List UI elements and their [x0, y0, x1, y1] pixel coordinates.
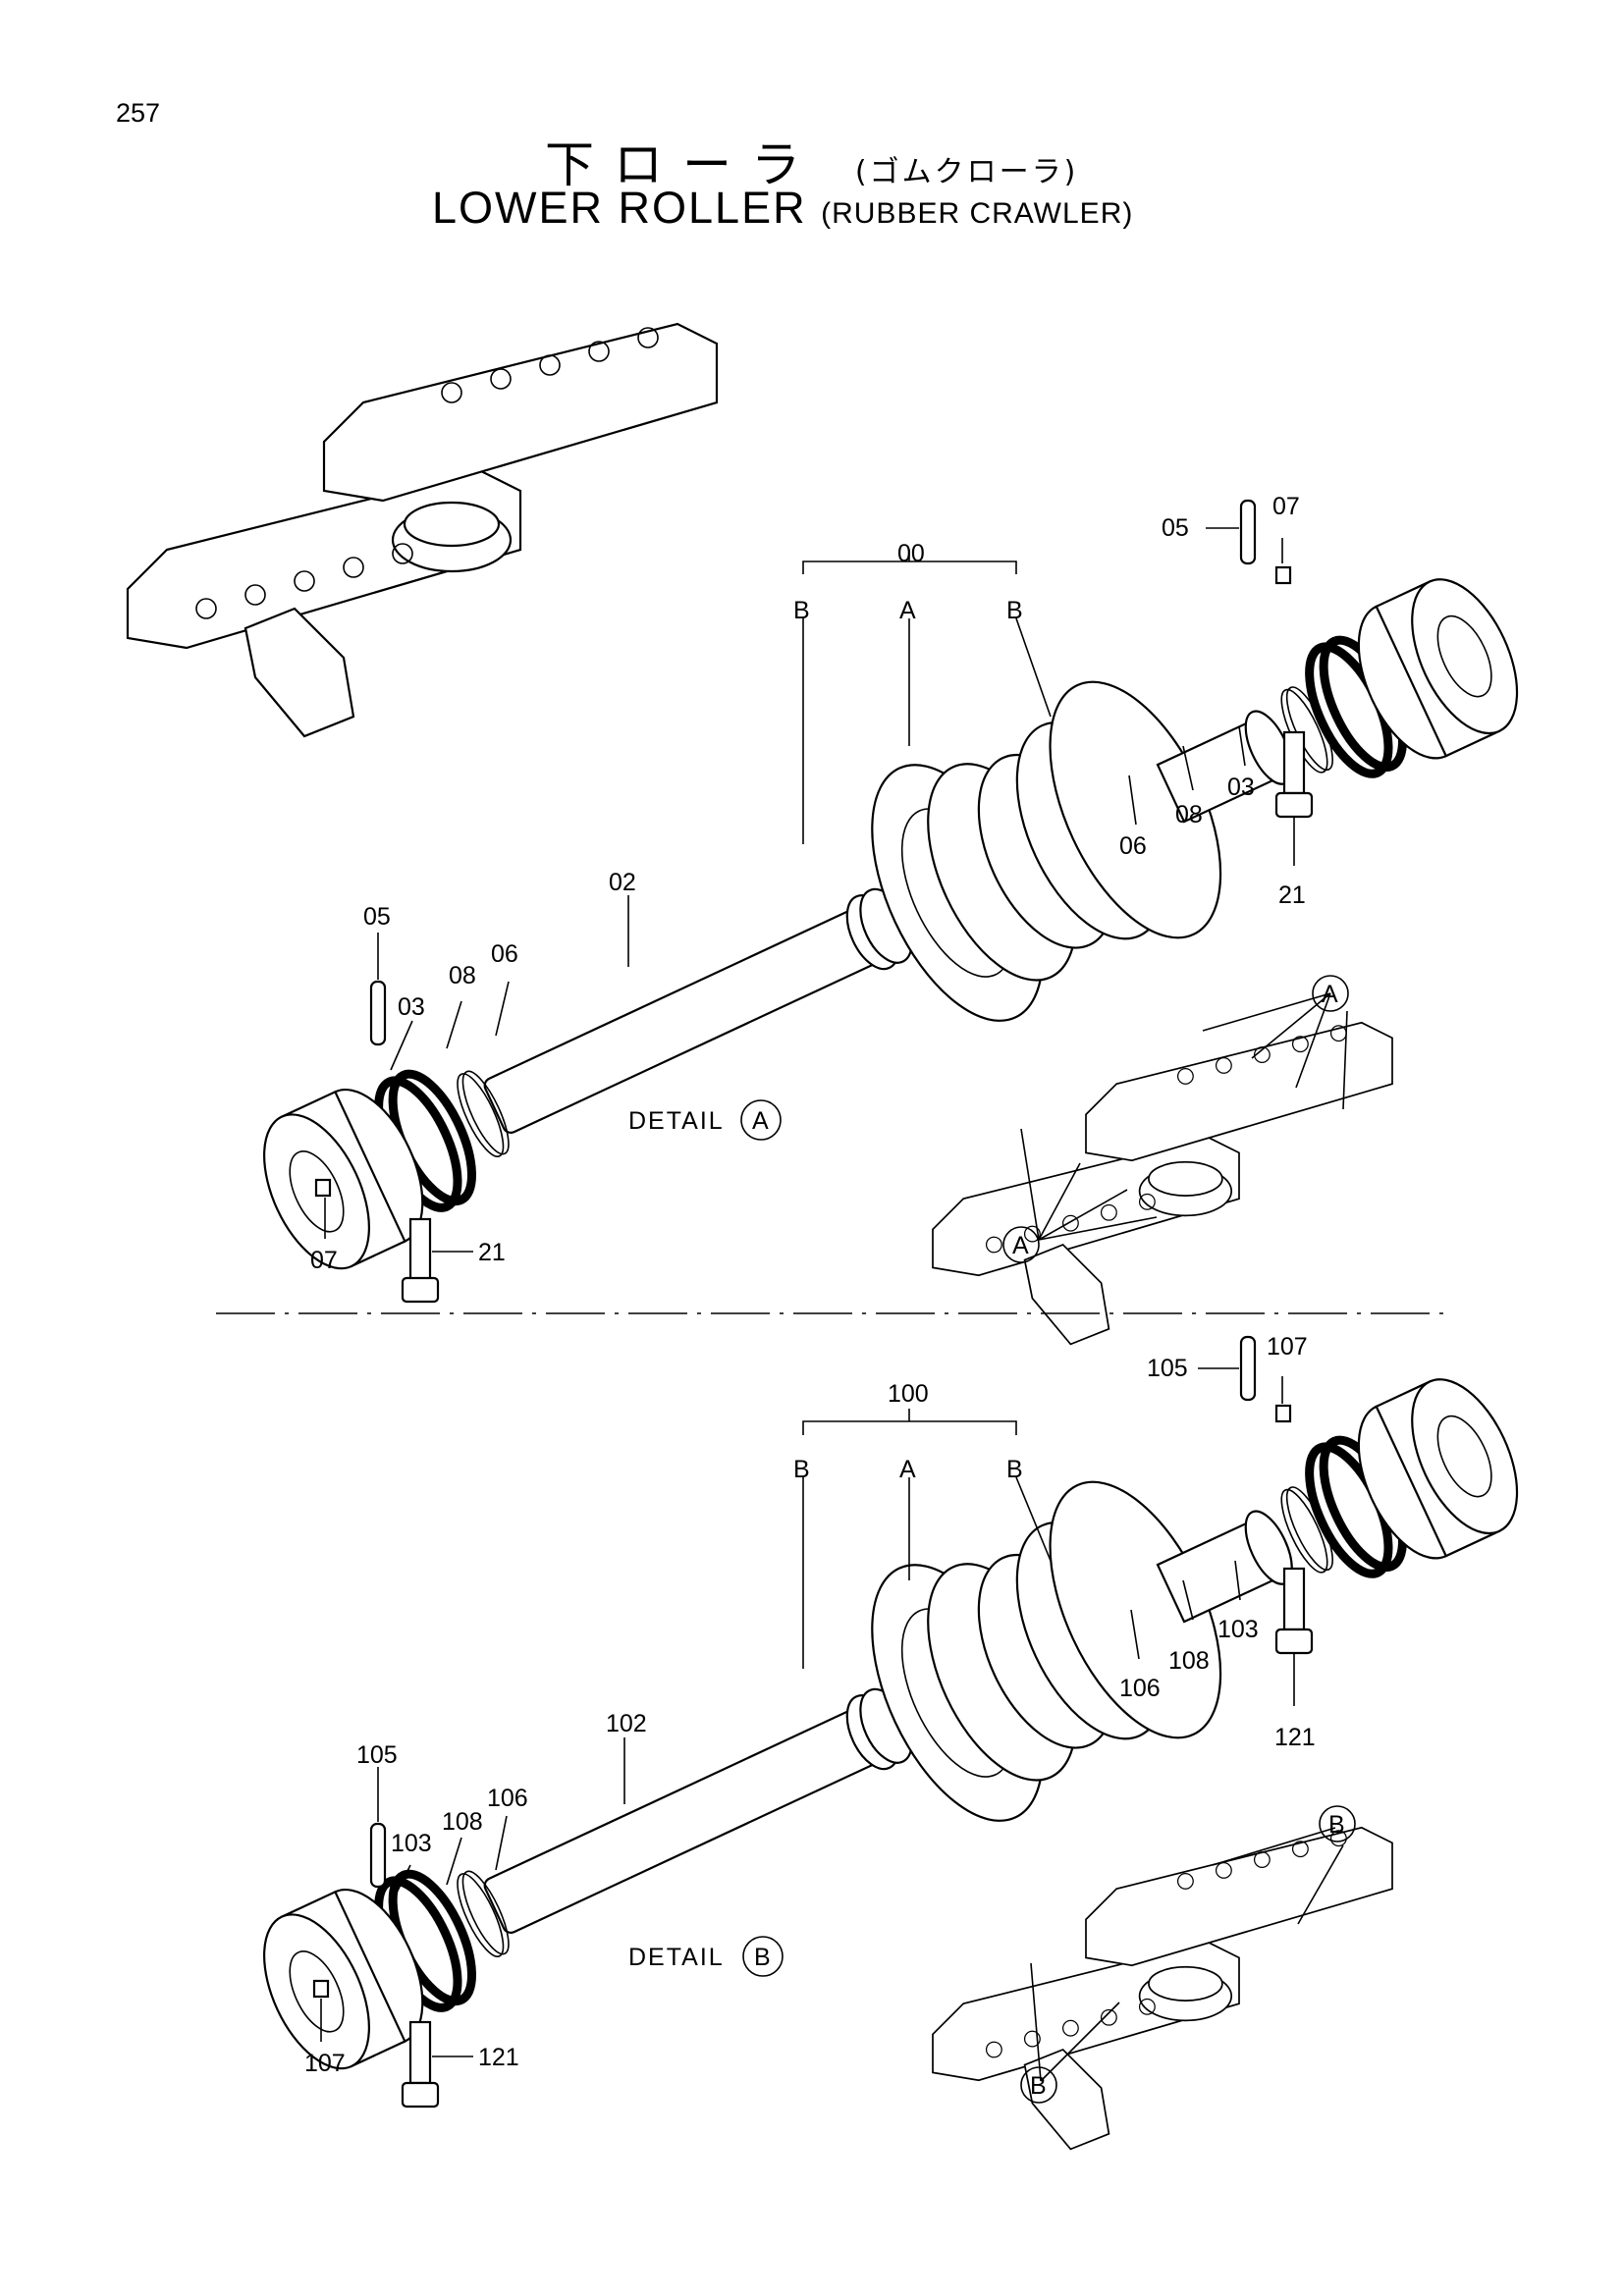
bottom-label-b-left: B	[793, 1456, 810, 1483]
top-label-seal-left: 08	[449, 962, 476, 989]
bottom-bolt-left-head	[401, 2081, 440, 2109]
top-label-seal-right: 08	[1175, 801, 1203, 828]
bottom-label-bolt-right: 121	[1274, 1724, 1316, 1751]
top-bolt-left	[408, 1217, 432, 1282]
bottom-label-a: A	[899, 1456, 916, 1483]
top-detail-arrows	[1020, 992, 1348, 1241]
title-en-sub: (RUBBER CRAWLER)	[821, 197, 1134, 230]
bottom-label-seal-left: 108	[442, 1808, 483, 1836]
top-frame-overview	[126, 322, 719, 738]
bottom-label-oring-right: 106	[1119, 1675, 1161, 1702]
top-callout-letter-lower: A	[1012, 1232, 1029, 1259]
top-bolt-right	[1282, 730, 1306, 795]
title-jp-sub: (ゴムクローラ)	[854, 155, 1079, 189]
bottom-label-assembly: 100	[888, 1380, 929, 1408]
top-plug-right	[1274, 565, 1292, 585]
title-en-main: LOWER ROLLER	[432, 183, 807, 233]
bottom-leader-lines	[320, 1367, 1295, 2057]
top-pin-left	[369, 980, 387, 1046]
top-label-assembly: 00	[897, 540, 925, 567]
bottom-label-pin-right: 105	[1147, 1355, 1188, 1382]
bottom-pin-right	[1239, 1335, 1257, 1402]
top-label-collar-right: 03	[1227, 774, 1255, 801]
top-detail-letter: A	[752, 1107, 769, 1135]
top-label-plug-right: 07	[1272, 493, 1300, 520]
top-label-shaft: 02	[609, 869, 636, 896]
top-label-bolt-right: 21	[1278, 881, 1306, 909]
title-english: LOWER ROLLER (RUBBER CRAWLER)	[432, 183, 1133, 234]
bottom-label-seal-right: 108	[1168, 1647, 1210, 1675]
top-label-oring-left: 06	[491, 940, 518, 968]
top-plug-left	[314, 1178, 332, 1198]
top-label-b-left: B	[793, 597, 810, 624]
bottom-detail-arrows	[1030, 1827, 1344, 2082]
top-callout-circle-lower	[1002, 1226, 1040, 1263]
bottom-pin-left	[369, 1822, 387, 1889]
bottom-label-collar-left: 103	[391, 1830, 432, 1857]
bottom-label-bolt-left: 121	[478, 2044, 519, 2071]
bottom-label-b-right: B	[1006, 1456, 1023, 1483]
bottom-label-collar-right: 103	[1217, 1616, 1259, 1643]
top-detail-frame	[932, 1021, 1393, 1346]
title-jp-main: 下ローラ	[545, 136, 820, 193]
top-label-oring-right: 06	[1119, 832, 1147, 860]
top-label-a: A	[899, 597, 916, 624]
top-label-collar-left: 03	[398, 993, 425, 1021]
bottom-detail-circle	[742, 1936, 784, 1977]
top-pin-right	[1239, 499, 1257, 565]
bottom-detail-letter: B	[754, 1944, 771, 1971]
page-number: 257	[116, 98, 161, 128]
bottom-bolt-left	[408, 2020, 432, 2085]
top-label-pin-left: 05	[363, 903, 391, 931]
bottom-callout-circle-upper	[1319, 1805, 1356, 1842]
top-roller-assembly	[219, 513, 1561, 1334]
bottom-label-oring-left: 106	[487, 1785, 528, 1812]
bottom-bolt-right	[1282, 1567, 1306, 1631]
bottom-callout-letter-upper: B	[1328, 1811, 1345, 1839]
top-callout-letter-upper: A	[1322, 981, 1338, 1008]
title-japanese: 下ローラ (ゴムクローラ)	[545, 126, 1078, 196]
top-label-bolt-left: 21	[478, 1239, 506, 1266]
bottom-callout-circle-lower	[1020, 2066, 1057, 2104]
bottom-roller-assembly	[219, 1313, 1561, 2134]
bottom-bolt-right-head	[1274, 1628, 1314, 1655]
top-label-pin-right: 05	[1162, 514, 1189, 542]
bottom-label-plug-right: 107	[1267, 1333, 1308, 1361]
bottom-label-shaft: 102	[606, 1710, 647, 1737]
top-leader-lines	[324, 527, 1295, 1253]
bottom-label-plug-left: 107	[304, 2050, 346, 2077]
top-detail-circle	[740, 1099, 782, 1141]
bottom-detail-caption: DETAIL	[628, 1944, 725, 1971]
top-label-b-right: B	[1006, 597, 1023, 624]
bottom-label-pin-left: 105	[356, 1741, 398, 1769]
bottom-plug-right	[1274, 1404, 1292, 1423]
bottom-callout-letter-lower: B	[1030, 2072, 1047, 2100]
bottom-plug-left	[312, 1979, 330, 1999]
top-label-plug-left: 07	[310, 1247, 338, 1274]
top-detail-caption: DETAIL	[628, 1107, 725, 1135]
top-bolt-left-head	[401, 1276, 440, 1304]
top-callout-circle-upper	[1312, 975, 1349, 1012]
bottom-detail-frame	[932, 1826, 1393, 2151]
top-bolt-right-head	[1274, 791, 1314, 819]
